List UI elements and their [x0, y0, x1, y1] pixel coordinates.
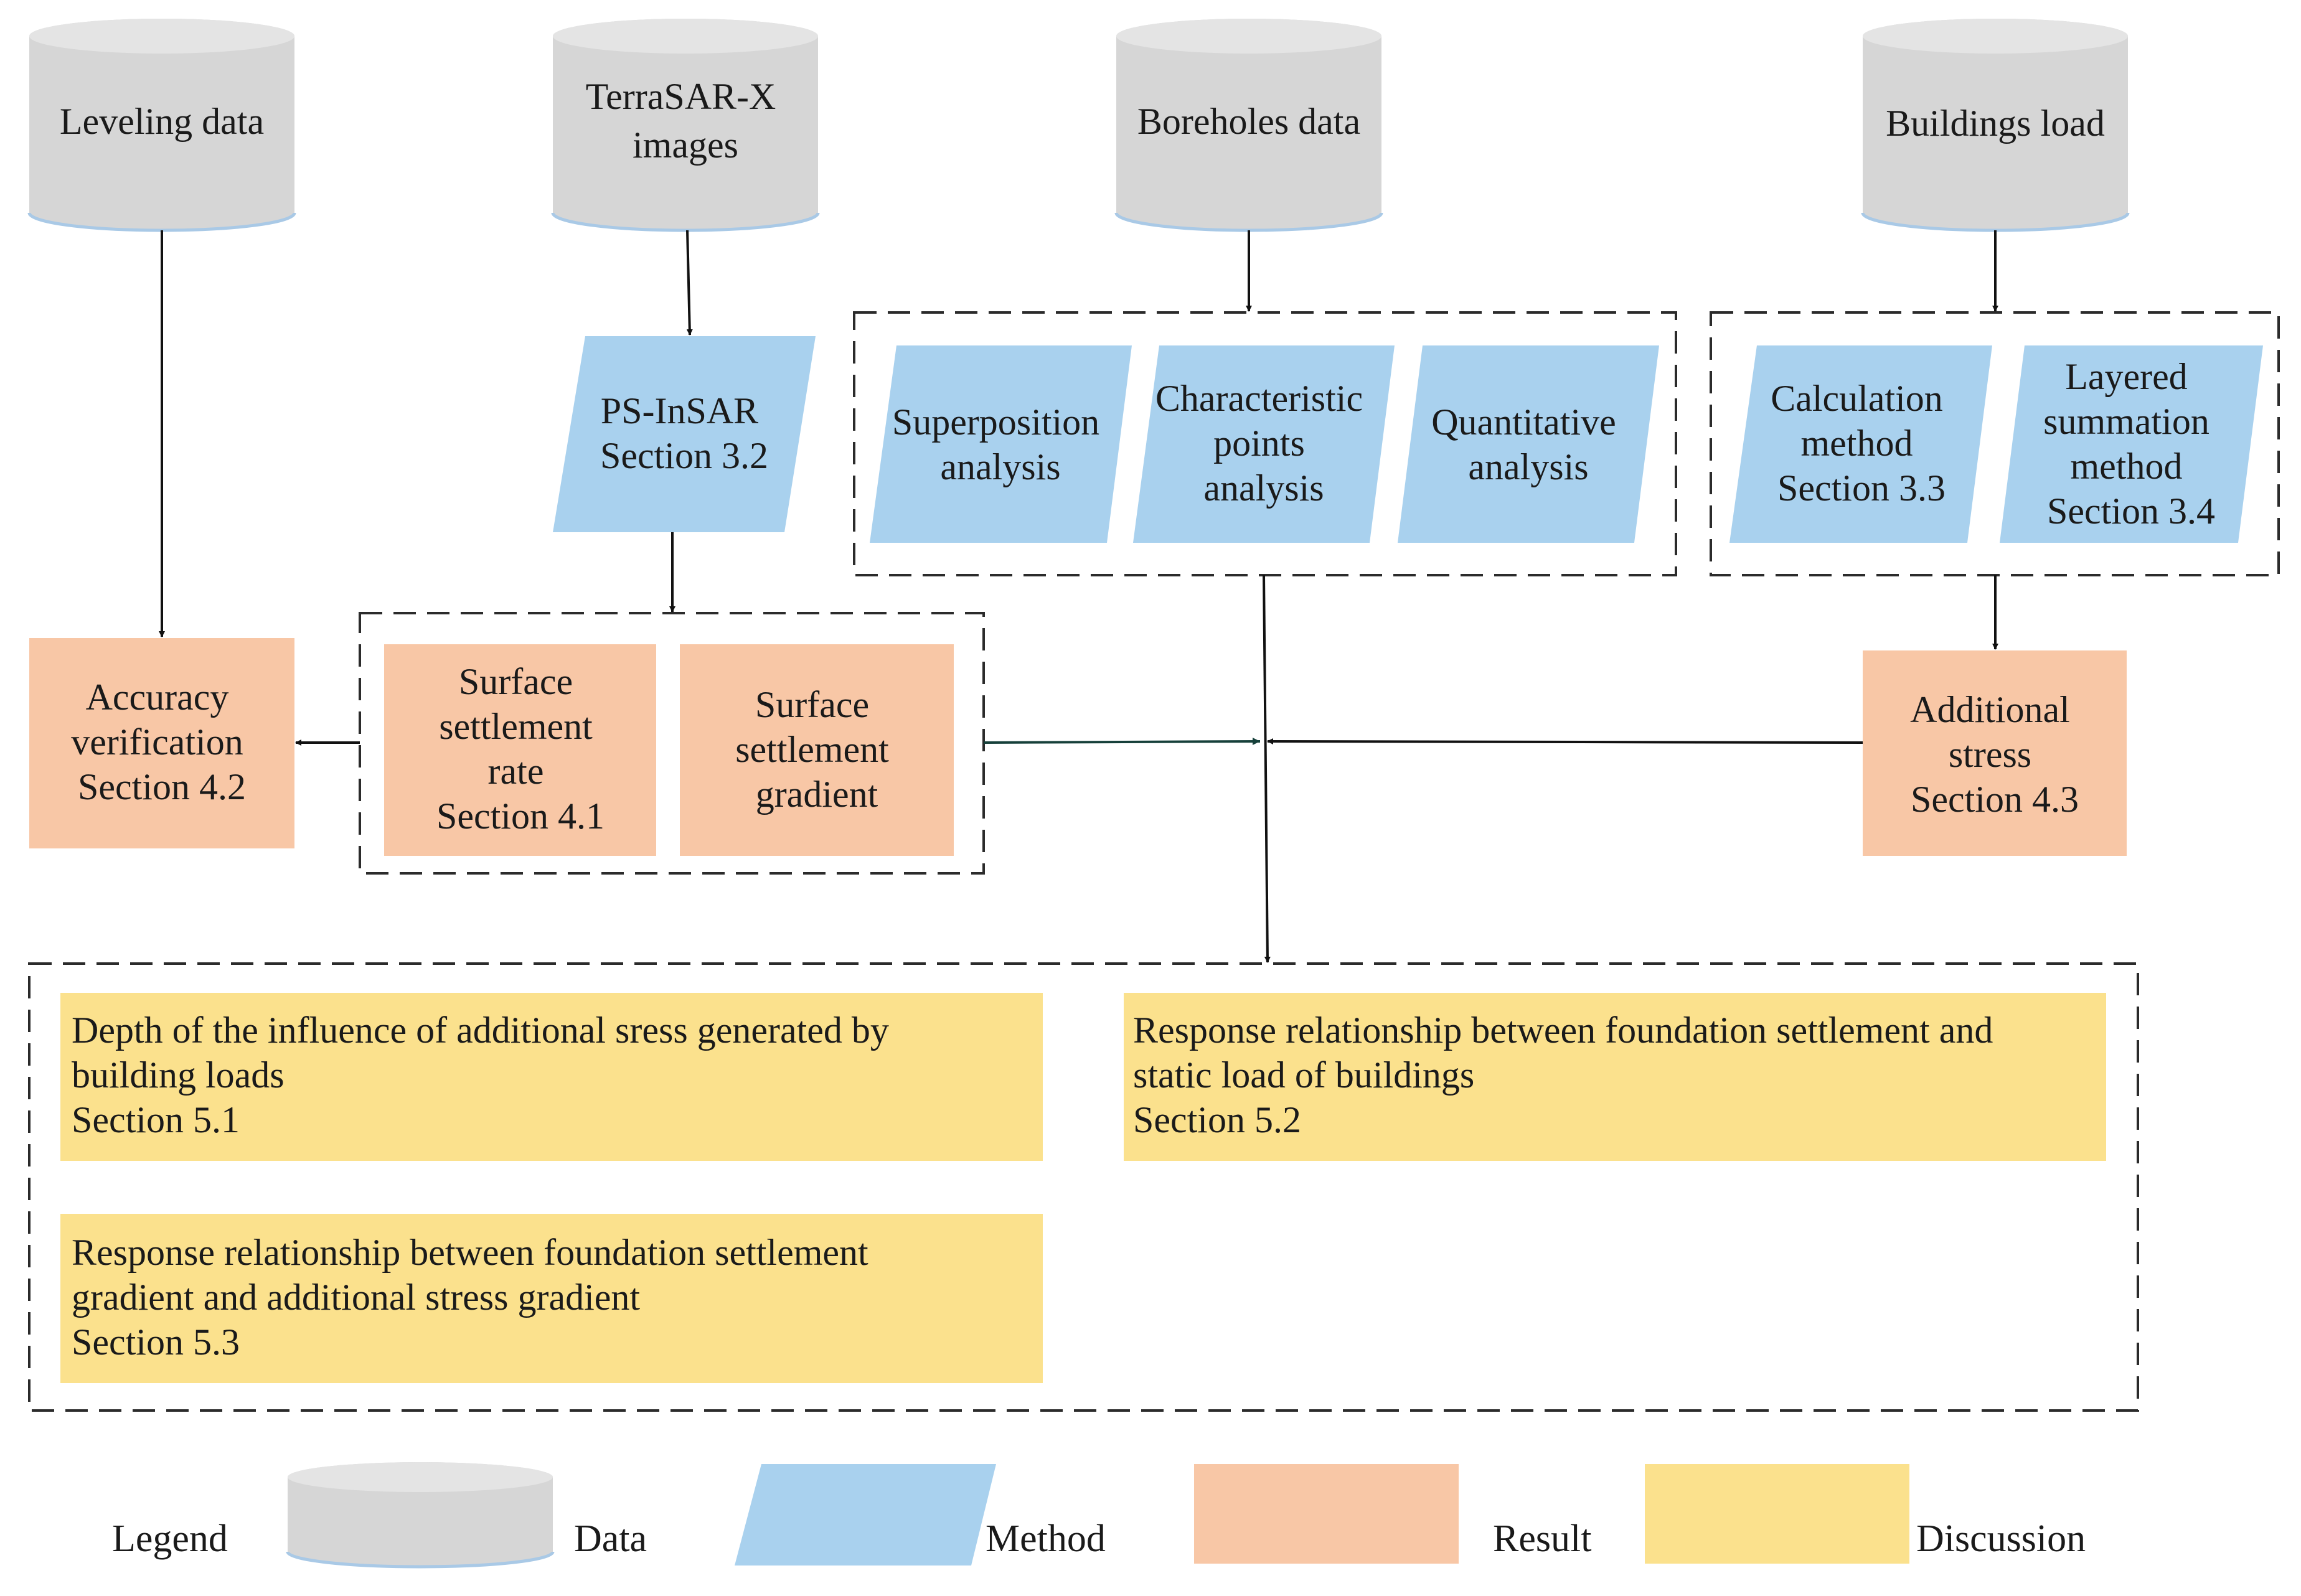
legend-method-swatch	[735, 1464, 996, 1565]
svg-text:Superposition analysis: Superposition analysis	[892, 401, 1109, 487]
arrow-stress-to-junction	[1267, 738, 1863, 745]
result-settlement-gradient: Surface settlement gradient	[680, 644, 954, 856]
svg-text:Layered summation: Layered summation method Section 3.4	[2043, 356, 2219, 532]
method-superposition: Superposition analysis	[870, 345, 1132, 543]
discussion-section-5-3: Response relationship between foundation…	[60, 1214, 1043, 1383]
svg-text:Response relationship between: Response relationship between foundation…	[72, 1232, 878, 1363]
data-node-terrasar: TerraSAR-X images	[551, 19, 820, 232]
method-layered: Layered summation method Section 3.4	[2000, 345, 2263, 543]
data-label-terrasar: TerraSAR-X images	[586, 76, 786, 166]
svg-text:Additional stress: Additional stress Section 4.3	[1910, 689, 2079, 820]
data-node-boreholes: Boreholes data	[1114, 19, 1383, 232]
svg-text:Surface settlement: Surface settlement gradient	[735, 684, 898, 815]
svg-text:Calculation method: Calculation method Section 3.3	[1771, 378, 1952, 509]
arrow-terrasar-to-psinsar	[686, 230, 693, 336]
svg-text:Surface settlement: Surface settlement rate Section 4.1	[436, 661, 605, 837]
legend-data-label: Data	[574, 1518, 647, 1560]
legend-discussion-swatch	[1645, 1464, 1909, 1564]
svg-text:Depth of the influence of addi: Depth of the influence of additional sre…	[72, 1010, 898, 1140]
method-quantitative: Quantitative analysis	[1398, 345, 1659, 543]
svg-text:PS-InSAR Section 3.2: PS-InSAR Section 3.2	[600, 390, 768, 476]
legend-result-label: Result	[1493, 1518, 1591, 1560]
data-label-buildings: Buildings load	[1886, 103, 2105, 144]
connector-insar-to-junction	[983, 740, 1261, 744]
method-characteristic: Characteristic points analysis	[1133, 345, 1395, 543]
legend-result-swatch	[1194, 1464, 1459, 1564]
arrowhead-insar-junction	[1253, 738, 1260, 745]
svg-text:Quantitative analysis: Quantitative analysis	[1431, 401, 1626, 487]
legend-method-label: Method	[986, 1518, 1106, 1560]
data-node-leveling: Leveling data	[27, 19, 296, 232]
data-label-boreholes: Boreholes data	[1137, 101, 1360, 142]
result-group-insar	[359, 612, 985, 875]
legend-discussion-label: Discussion	[1916, 1518, 2086, 1560]
discussion-section-5-1: Depth of the influence of additional sre…	[60, 993, 1043, 1161]
discussion-group	[28, 962, 2139, 1412]
data-node-buildings: Buildings load	[1861, 19, 2130, 232]
arrow-methods-to-discussion	[1263, 575, 1271, 963]
legend-title: Legend	[112, 1518, 228, 1560]
svg-text:Characteristic points: Characteristic points analysis	[1155, 378, 1372, 509]
data-label-leveling: Leveling data	[60, 101, 264, 142]
method-calculation: Calculation method Section 3.3	[1729, 345, 1992, 543]
result-accuracy: Accuracy verification Section 4.2	[29, 638, 294, 848]
method-psinsar: PS-InSAR Section 3.2	[553, 336, 816, 532]
svg-text:Response relationship between: Response relationship between foundation…	[1133, 1010, 2002, 1140]
result-additional-stress: Additional stress Section 4.3	[1863, 650, 2127, 856]
legend-data-swatch	[286, 1462, 555, 1569]
svg-text:Accuracy verification: Accuracy verification Section 4.2	[71, 677, 253, 807]
discussion-section-5-2: Response relationship between foundation…	[1124, 993, 2106, 1161]
result-settlement-rate: Surface settlement rate Section 4.1	[384, 644, 656, 856]
legend: Legend Data Method Result Discussion	[112, 1462, 2086, 1569]
